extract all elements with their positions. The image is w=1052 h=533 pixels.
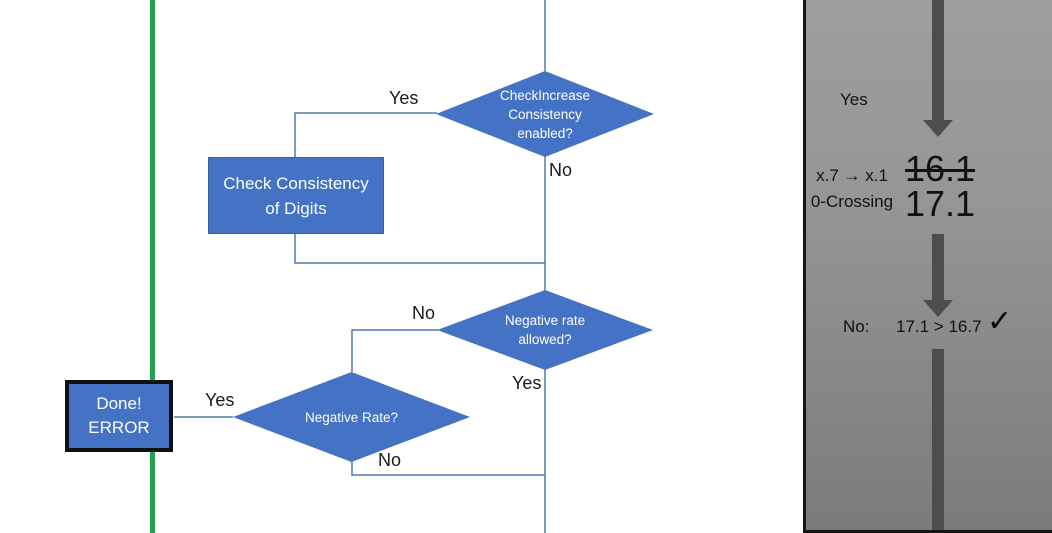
branch-label-yes-1: Yes xyxy=(389,88,419,108)
rule-line-zero-crossing: 0-Crossing xyxy=(810,192,894,211)
panel-yes-label: Yes xyxy=(840,90,868,109)
result-no-label: No: xyxy=(843,317,870,336)
down-arrow-head-1-icon xyxy=(923,120,953,137)
branch-label-yes-3: Yes xyxy=(205,390,235,410)
terminal-text-line: Done! xyxy=(96,394,142,413)
terminal-text-line: ERROR xyxy=(88,418,150,437)
down-arrow-head-2-icon xyxy=(923,300,953,317)
rule-description: x.7 → x.1 0-Crossing xyxy=(806,163,898,215)
down-arrow-shaft-3 xyxy=(932,349,944,530)
branch-label-yes-2: Yes xyxy=(512,373,542,393)
decision-text-line: Consistency xyxy=(508,106,582,122)
branch-label-no-1: No xyxy=(549,160,573,180)
result-comparison: 17.1 > 16.7 xyxy=(896,317,982,336)
decision-text-line: allowed? xyxy=(518,332,572,347)
check-mark-icon: ✓ xyxy=(987,305,1013,338)
down-arrow-shaft-1 xyxy=(932,0,944,120)
decision-text-line: enabled? xyxy=(517,125,573,141)
value-comparison-block: 16.1 17.1 xyxy=(905,148,976,224)
timeline-marker-line xyxy=(150,0,155,533)
rule-line-crossing: x.7 → x.1 xyxy=(816,166,888,185)
example-side-panel: Yes x.7 → x.1 0-Crossing 16.1 17.1 No: 1… xyxy=(803,0,1052,533)
decision-text-line: Negative rate xyxy=(504,313,586,328)
branch-label-no-2: No xyxy=(412,303,436,323)
terminal-done-error: Done! ERROR xyxy=(65,380,173,452)
old-value-struck: 16.1 xyxy=(905,148,976,189)
process-text-line: of Digits xyxy=(265,198,327,218)
decision-text-line: Negative Rate? xyxy=(304,409,399,425)
process-check-consistency-of-digits: Check Consistency of Digits xyxy=(208,157,384,234)
branch-label-no-3: No xyxy=(378,450,402,470)
decision-text-line: CheckIncrease xyxy=(499,87,591,103)
new-value: 17.1 xyxy=(905,183,976,224)
process-text-line: Check Consistency xyxy=(223,173,369,193)
down-arrow-shaft-2 xyxy=(932,234,944,300)
